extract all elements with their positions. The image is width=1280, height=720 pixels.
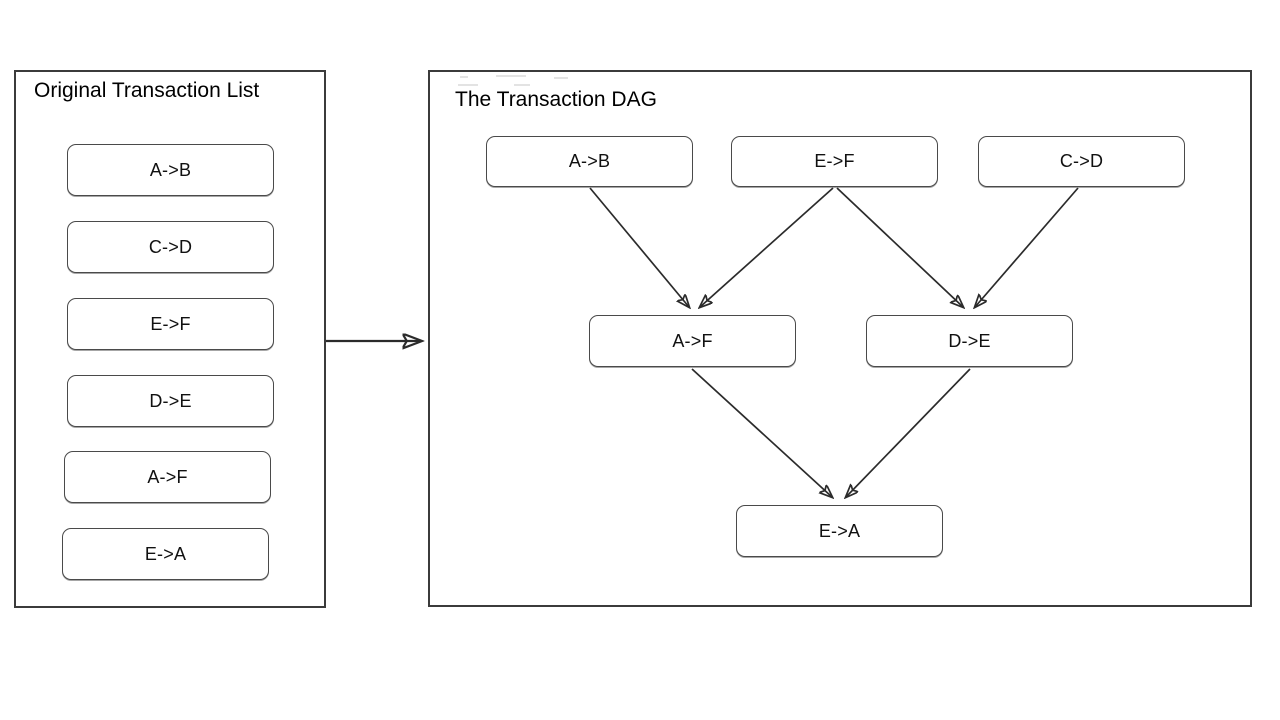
right-panel-title: The Transaction DAG: [455, 88, 657, 111]
dag-node-cd[interactable]: C->D: [978, 136, 1185, 187]
dag-node-af[interactable]: A->F: [589, 315, 796, 367]
dag-node-ab[interactable]: A->B: [486, 136, 693, 187]
list-item[interactable]: E->F: [67, 298, 274, 350]
list-item[interactable]: A->F: [64, 451, 271, 503]
list-item[interactable]: E->A: [62, 528, 269, 580]
list-item[interactable]: A->B: [67, 144, 274, 196]
list-item[interactable]: D->E: [67, 375, 274, 427]
left-panel-title: Original Transaction List: [34, 79, 260, 102]
dag-node-ea[interactable]: E->A: [736, 505, 943, 557]
dag-node-de[interactable]: D->E: [866, 315, 1073, 367]
dag-node-ef[interactable]: E->F: [731, 136, 938, 187]
list-item[interactable]: C->D: [67, 221, 274, 273]
